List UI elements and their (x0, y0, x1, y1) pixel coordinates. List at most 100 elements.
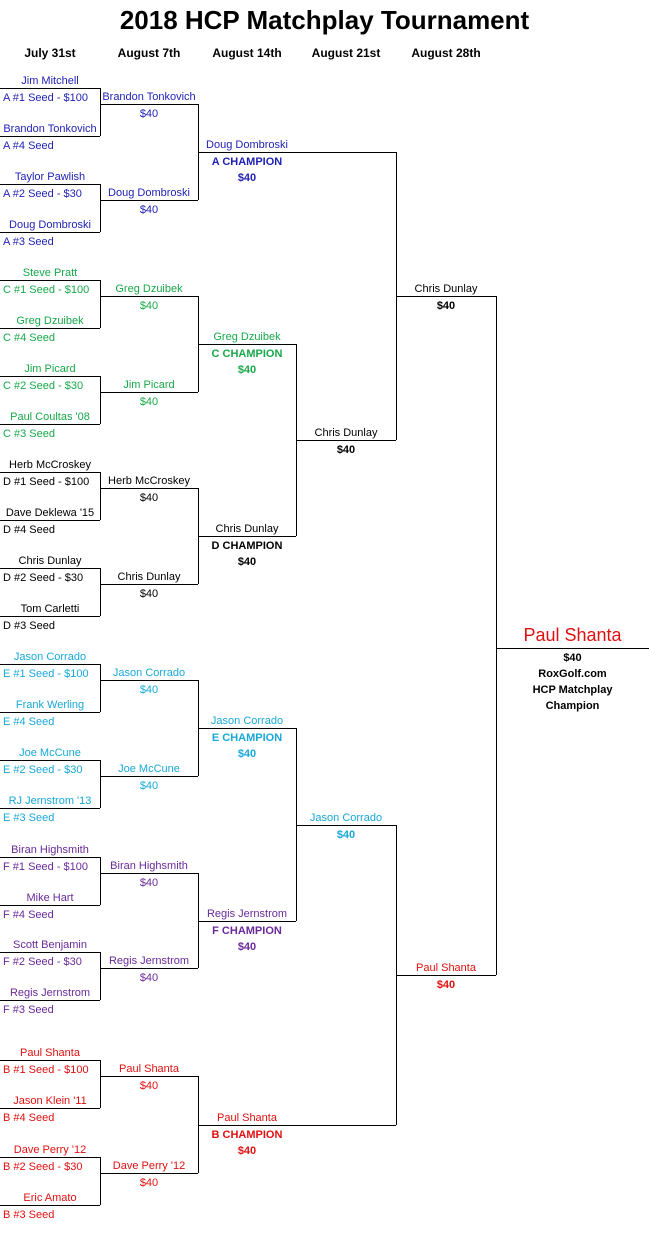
round1-line (0, 808, 100, 809)
round2-prize: $40 (139, 780, 159, 792)
round-header-august-14: August 14th (212, 46, 282, 60)
round2-prize: $40 (139, 204, 159, 216)
round1-connector (100, 472, 101, 520)
group-champion-prize: $40 (237, 1145, 257, 1157)
group-champion-label: C CHAMPION (211, 348, 283, 360)
round1-line (0, 905, 100, 906)
round2-winner: Jim Picard (123, 379, 175, 391)
seed-label: E #3 Seed (3, 812, 55, 824)
round2-winner: Doug Dombroski (108, 187, 190, 199)
seed-label: C #2 Seed - $30 (3, 380, 84, 392)
round1-line (0, 136, 100, 137)
round2-line (100, 296, 198, 297)
round2-winner: Brandon Tonkovich (102, 91, 196, 103)
seed-label: E #4 Seed (3, 716, 55, 728)
round1-line (0, 1000, 100, 1001)
semifinal-line (396, 975, 496, 976)
seed-player-name: Jim Mitchell (21, 75, 79, 87)
round2-winner: Chris Dunlay (117, 571, 181, 583)
round3-extension (296, 152, 396, 153)
round1-line (0, 1108, 100, 1109)
seed-label: B #3 Seed (3, 1209, 55, 1221)
group-champion-label: A CHAMPION (211, 156, 283, 168)
round2-line (100, 680, 198, 681)
round1-line (0, 328, 100, 329)
seed-player-name: Eric Amato (23, 1192, 77, 1204)
seed-player-name: Taylor Pawlish (14, 171, 86, 183)
group-champion-name: Regis Jernstrom (206, 908, 288, 920)
round2-line (100, 584, 198, 585)
seed-player-name: RJ Jernstrom '13 (8, 795, 92, 807)
group-champion-name: Doug Dombroski (206, 139, 288, 151)
round3-line (198, 152, 296, 153)
round-header-july-31: July 31st (24, 46, 76, 60)
seed-player-name: Herb McCroskey (9, 459, 91, 471)
group-champion-prize: $40 (237, 364, 257, 376)
round4-line (296, 440, 396, 441)
seed-label: B #4 Seed (3, 1112, 55, 1124)
round1-connector (100, 376, 101, 424)
round1-line (0, 1205, 100, 1206)
seed-player-name: Jason Klein '11 (13, 1095, 87, 1107)
seed-label: B #1 Seed - $100 (3, 1064, 89, 1076)
semifinal-line (396, 296, 496, 297)
group-champion-prize: $40 (237, 748, 257, 760)
round2-winner: Herb McCroskey (108, 475, 190, 487)
round1-line (0, 857, 100, 858)
seed-player-name: Tom Carletti (20, 603, 80, 615)
round1-line (0, 520, 100, 521)
round2-prize: $40 (139, 588, 159, 600)
round2-winner: Dave Perry '12 (112, 1160, 186, 1172)
seed-label: A #2 Seed - $30 (3, 188, 82, 200)
group-champion-name: Chris Dunlay (215, 523, 279, 535)
round-header-august-21: August 21st (311, 46, 381, 60)
round1-line (0, 232, 100, 233)
seed-label: F #4 Seed (3, 909, 54, 921)
round1-line (0, 568, 100, 569)
round1-connector (100, 184, 101, 232)
round4-prize: $40 (336, 829, 356, 841)
round2-prize: $40 (139, 1177, 159, 1189)
round2-line (100, 104, 198, 105)
seed-label: F #2 Seed - $30 (3, 956, 82, 968)
round1-connector (100, 664, 101, 712)
round1-connector (100, 568, 101, 616)
seed-player-name: Biran Highsmith (11, 844, 89, 856)
round3-line (198, 728, 296, 729)
round-header-august-28: August 28th (411, 46, 481, 60)
round1-line (0, 472, 100, 473)
seed-label: C #4 Seed (3, 332, 55, 344)
seed-player-name: Brandon Tonkovich (3, 123, 97, 135)
round1-line (0, 424, 100, 425)
group-champion-name: Greg Dzuibek (213, 331, 281, 343)
seed-player-name: Jim Picard (24, 363, 76, 375)
group-champion-name: Paul Shanta (217, 1112, 277, 1124)
round1-connector (100, 952, 101, 1000)
round4-winner: Chris Dunlay (314, 427, 378, 439)
round2-winner: Joe McCune (118, 763, 180, 775)
seed-player-name: Frank Werling (15, 699, 85, 711)
round1-line (0, 664, 100, 665)
round3-line (198, 921, 296, 922)
round2-line (100, 392, 198, 393)
seed-label: F #3 Seed (3, 1004, 54, 1016)
round2-prize: $40 (139, 877, 159, 889)
seed-label: E #1 Seed - $100 (3, 668, 89, 680)
round4-line (296, 825, 396, 826)
group-champion-label: F CHAMPION (212, 925, 282, 937)
semifinal-winner: Paul Shanta (416, 962, 476, 974)
round1-line (0, 184, 100, 185)
round3-line (198, 344, 296, 345)
round3-extension (296, 1125, 396, 1126)
round2-winner: Paul Shanta (119, 1063, 179, 1075)
round2-winner: Biran Highsmith (110, 860, 188, 872)
round1-connector (100, 280, 101, 328)
semifinal-winner: Chris Dunlay (414, 283, 478, 295)
round2-prize: $40 (139, 108, 159, 120)
seed-label: D #4 Seed (3, 524, 55, 536)
round4-winner: Jason Corrado (309, 812, 383, 824)
round2-prize: $40 (139, 972, 159, 984)
round1-line (0, 712, 100, 713)
round2-prize: $40 (139, 300, 159, 312)
